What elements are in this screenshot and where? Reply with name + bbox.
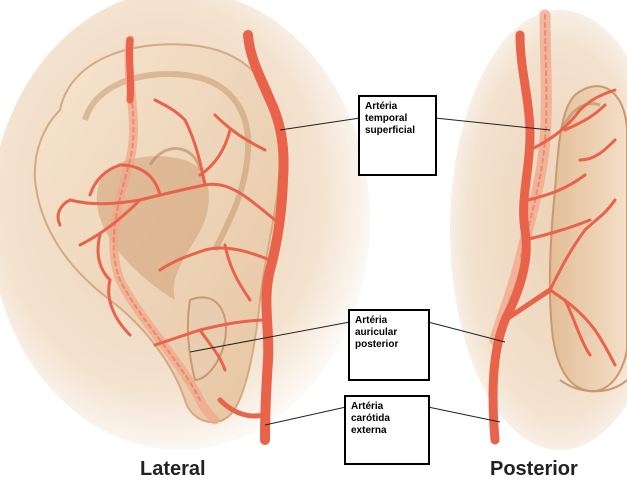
lateral-view-caption: Lateral <box>140 458 206 481</box>
posterior-auricular-artery-text: Artéria auricular posterior <box>355 315 398 350</box>
external-carotid-artery-text: Artéria carótida externa <box>351 401 390 436</box>
superficial-temporal-artery-text: Artéria temporal superficial <box>365 101 415 136</box>
posterior-view-caption: Posterior <box>490 458 578 481</box>
posterior-auricular-artery-label: Artéria auricular posterior <box>348 309 430 381</box>
external-carotid-artery-label: Artéria carótida externa <box>344 395 430 465</box>
superficial-temporal-artery-label: Artéria temporal superficial <box>358 95 437 176</box>
